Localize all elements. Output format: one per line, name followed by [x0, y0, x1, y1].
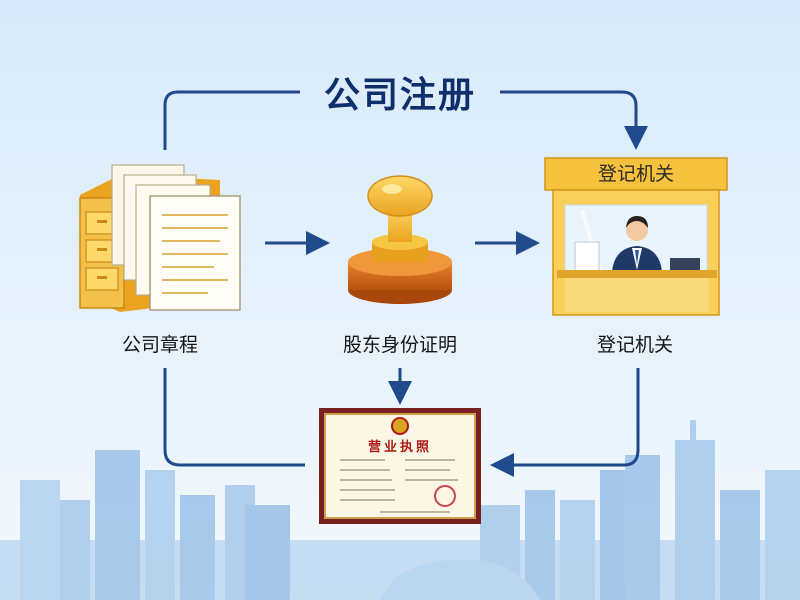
loop-arrow-bottom-right	[490, 368, 640, 477]
registration-booth-icon	[544, 157, 728, 316]
step-label-articles: 公司章程	[121, 334, 198, 356]
step-label-shareholder-id: 股东身份证明	[342, 334, 457, 356]
city-skyline	[0, 420, 800, 600]
stamp-icon	[348, 175, 452, 304]
flow-arrows	[163, 90, 648, 477]
license-title: 营业执照	[367, 440, 432, 455]
document-folder-icon	[79, 164, 241, 312]
loop-line-top-left	[163, 90, 300, 150]
loop-arrow-top-right	[500, 90, 648, 150]
booth-sign-text: 登记机关	[597, 163, 674, 185]
step-label-registry: 登记机关	[596, 334, 673, 356]
loop-line-bottom-left	[163, 368, 305, 467]
diagram-title: 公司注册	[323, 75, 476, 116]
business-license-icon	[319, 408, 481, 524]
